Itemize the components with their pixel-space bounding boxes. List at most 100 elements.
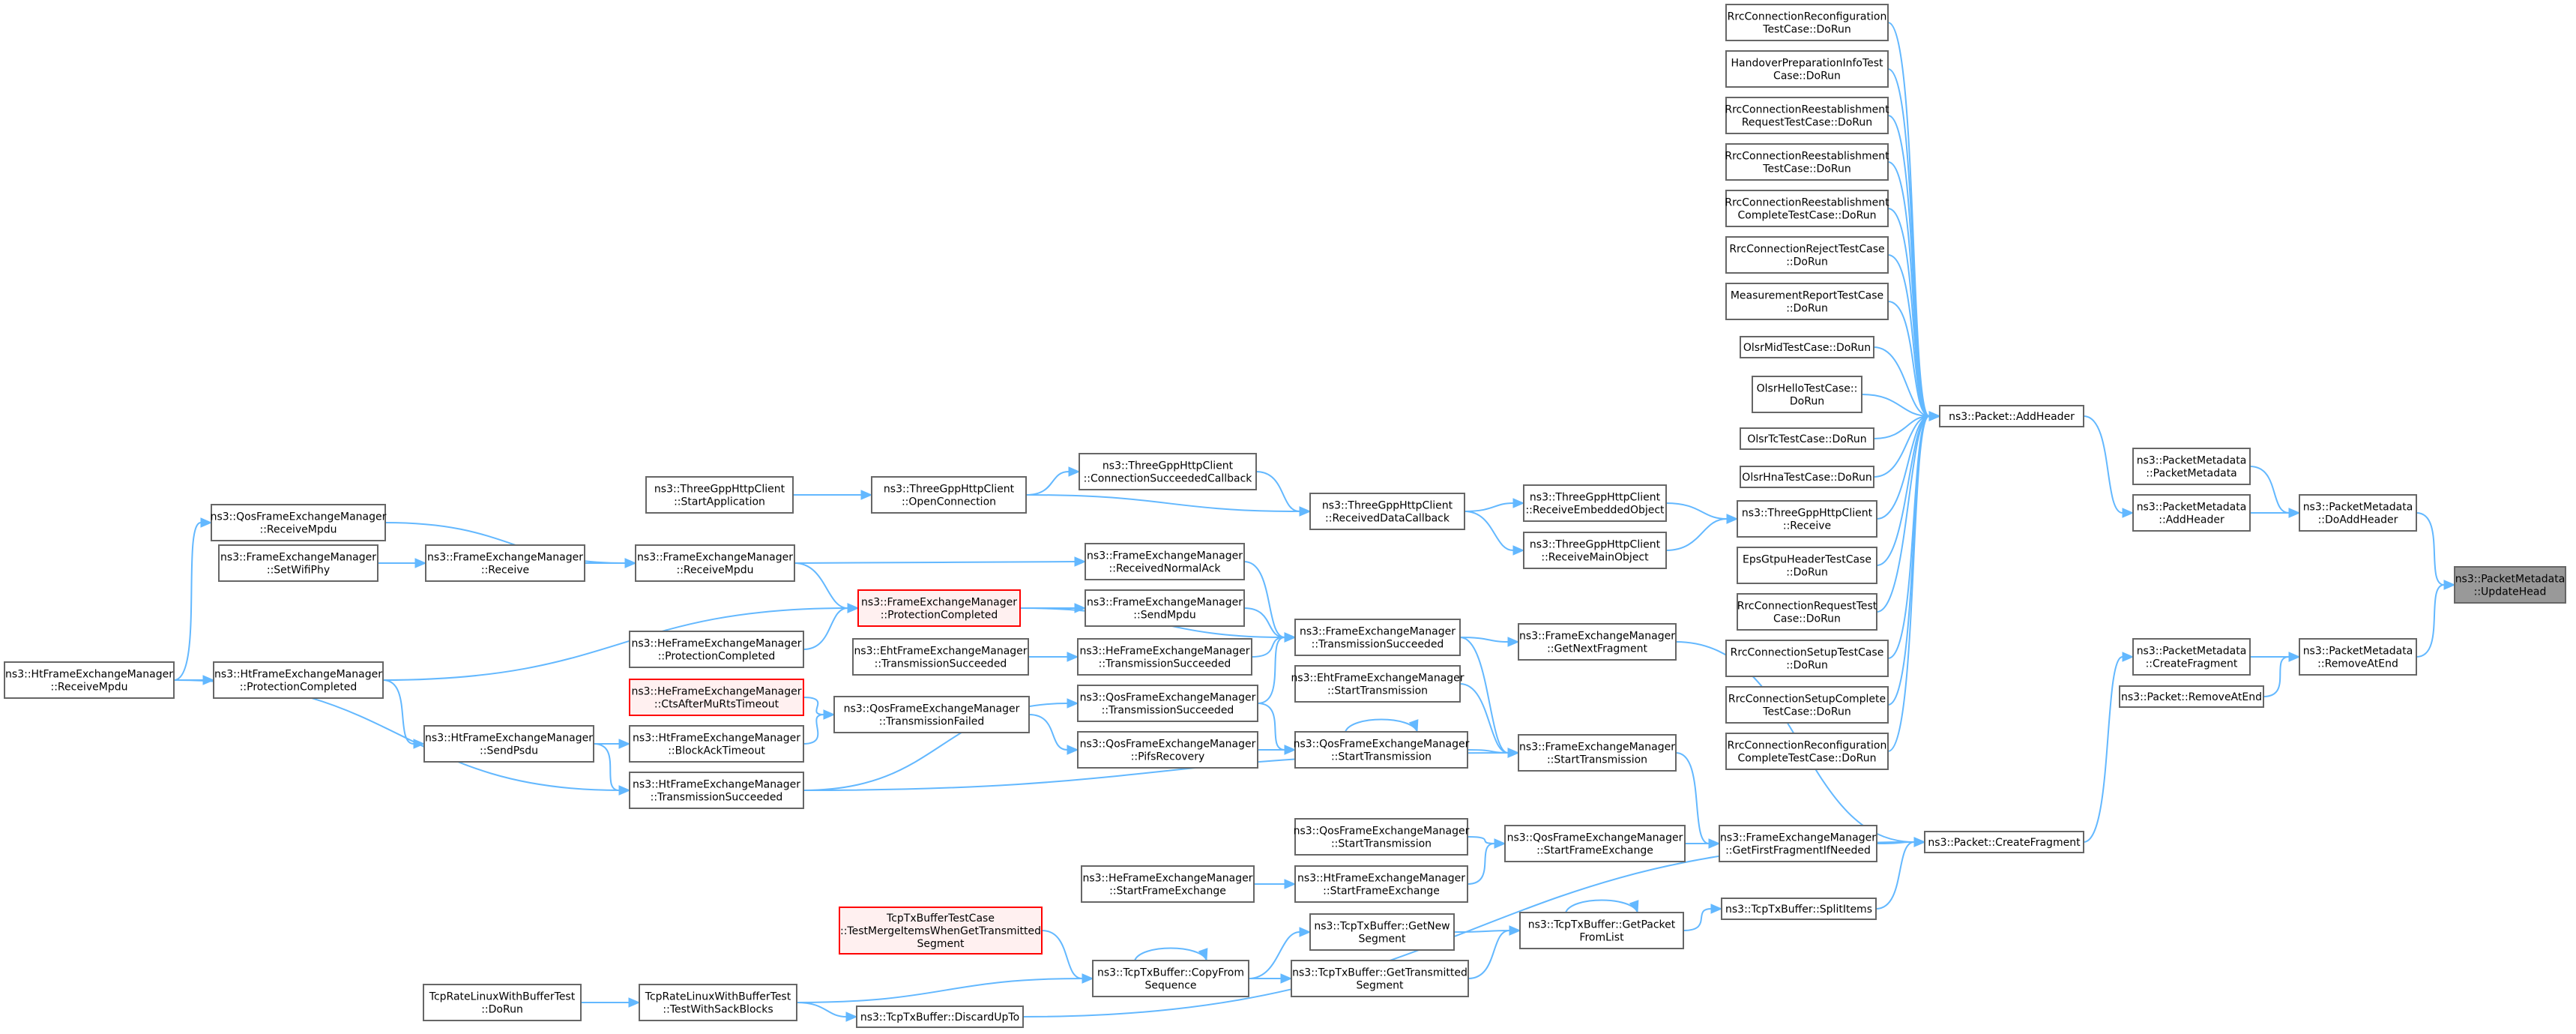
node-recv-main[interactable]: ns3::ThreeGppHttpClient::ReceiveMainObje… xyxy=(1523,532,1667,569)
node-fem-getnextfrag[interactable]: ns3::FrameExchangeManager::GetNextFragme… xyxy=(1518,623,1677,661)
arrow-head-icon xyxy=(1067,745,1079,755)
node-tcp-splititems[interactable]: ns3::TcpTxBuffer::SplitItems xyxy=(1721,898,1877,920)
node-he-protcomp[interactable]: ns3::HeFrameExchangeManager::ProtectionC… xyxy=(629,631,804,668)
node-pkt-removeatend[interactable]: ns3::Packet::RemoveAtEnd xyxy=(2119,685,2264,708)
arrow-head-icon xyxy=(1928,411,1941,421)
node-pm-addheader[interactable]: ns3::PacketMetadata::AddHeader xyxy=(2132,494,2251,532)
node-label: ns3::PacketMetadata xyxy=(2137,646,2247,658)
edge-line xyxy=(1876,415,1930,613)
call-edge xyxy=(1025,494,1312,517)
node-label: ns3::HtFrameExchangeManager xyxy=(5,669,173,681)
node-t13[interactable]: EpsGtpuHeaderTestCase::DoRun xyxy=(1737,547,1877,584)
arrow-head-icon xyxy=(1507,637,1520,647)
node-qos-starttx[interactable]: ns3::QosFrameExchangeManager::StartTrans… xyxy=(1294,731,1470,769)
node-ht-protcomp[interactable]: ns3::HtFrameExchangeManager::ProtectionC… xyxy=(213,661,384,699)
node-doaddheader[interactable]: ns3::PacketMetadata::DoAddHeader xyxy=(2299,494,2417,532)
node-t12[interactable]: ns3::ThreeGppHttpClient::Receive xyxy=(1737,500,1877,538)
node-box xyxy=(1725,143,1889,181)
node-ht-startframe[interactable]: ns3::HtFrameExchangeManager::StartFrameE… xyxy=(1294,865,1468,903)
node-fem-recvmpdu[interactable]: ns3::FrameExchangeManager::ReceiveMpdu xyxy=(635,544,795,582)
node-t3[interactable]: RrcConnectionReestablishmentRequestTestC… xyxy=(1725,97,1889,134)
node-ht-blockack[interactable]: ns3::HtFrameExchangeManager::BlockAckTim… xyxy=(629,725,804,763)
node-label: ns3::ThreeGppHttpClient xyxy=(884,484,1015,496)
node-fem-setwifiphy[interactable]: ns3::FrameExchangeManager::SetWifiPhy xyxy=(218,544,378,582)
node-label: ::GetNextFragment xyxy=(1547,643,1647,655)
node-t7[interactable]: MeasurementReportTestCase::DoRun xyxy=(1725,283,1889,320)
node-t9[interactable]: OlsrHelloTestCase::DoRun xyxy=(1752,376,1862,413)
node-pkt-createfrag[interactable]: ns3::Packet::CreateFragment xyxy=(1924,831,2084,853)
node-tcp-rl-sack[interactable]: TcpRateLinuxWithBufferTest::TestWithSack… xyxy=(639,984,797,1021)
node-t5[interactable]: RrcConnectionReestablishmentCompleteTest… xyxy=(1725,190,1889,227)
node-recv-datacb[interactable]: ns3::ThreeGppHttpClient::ReceivedDataCal… xyxy=(1309,493,1465,530)
node-t1[interactable]: RrcConnectionReconfigurationTestCase::Do… xyxy=(1725,4,1889,41)
arrow-head-icon xyxy=(1082,973,1094,984)
node-qos-startfe[interactable]: ns3::QosFrameExchangeManager::StartTrans… xyxy=(1294,818,1470,856)
node-box xyxy=(1721,898,1877,920)
call-edge xyxy=(796,973,1094,1003)
node-start-app[interactable]: ns3::ThreeGppHttpClient::StartApplicatio… xyxy=(645,476,794,514)
node-label: ns3::FrameExchangeManager xyxy=(1519,742,1675,754)
node-t8[interactable]: OlsrMidTestCase::DoRun xyxy=(1740,336,1874,358)
node-tcp-merge[interactable]: TcpTxBufferTestCase::TestMergeItemsWhenG… xyxy=(839,907,1043,955)
node-box xyxy=(1079,453,1257,490)
node-recv-embedded[interactable]: ns3::ThreeGppHttpClient::ReceiveEmbedded… xyxy=(1523,484,1667,522)
node-t15[interactable]: RrcConnectionSetupTestCase::DoRun xyxy=(1725,640,1889,677)
node-open-conn[interactable]: ns3::ThreeGppHttpClient::OpenConnection xyxy=(871,476,1027,514)
node-t17[interactable]: RrcConnectionReconfigurationCompleteTest… xyxy=(1725,733,1889,770)
node-removeatend[interactable]: ns3::PacketMetadata::RemoveAtEnd xyxy=(2299,638,2417,676)
node-fem-sendmpdu[interactable]: ns3::FrameExchangeManager::SendMpdu xyxy=(1085,589,1245,627)
node-label: ::PacketMetadata xyxy=(2146,468,2237,480)
node-t4[interactable]: RrcConnectionReestablishmentTestCase::Do… xyxy=(1725,143,1889,181)
node-he-cts[interactable]: ns3::HeFrameExchangeManager::CtsAfterMuR… xyxy=(629,679,804,716)
node-label: ns3::PacketMetadata xyxy=(2303,502,2413,514)
node-pkt-addheader[interactable]: ns3::Packet::AddHeader xyxy=(1939,405,2084,427)
node-label: ::RemoveAtEnd xyxy=(2317,658,2398,670)
node-box xyxy=(2299,638,2417,676)
arrow-head-icon xyxy=(1408,719,1419,733)
node-t11[interactable]: OlsrHnaTestCase::DoRun xyxy=(1740,466,1874,488)
node-eht-txsucc[interactable]: ns3::EhtFrameExchangeManager::Transmissi… xyxy=(852,638,1029,676)
node-pm-createfrag[interactable]: ns3::PacketMetadata::CreateFragment xyxy=(2132,638,2251,676)
node-label: OlsrMidTestCase::DoRun xyxy=(1743,342,1871,354)
edge-line xyxy=(796,978,1083,1003)
node-updatehead[interactable]: ns3::PacketMetadata::UpdateHead xyxy=(2454,566,2566,604)
node-fem-receive[interactable]: ns3::FrameExchangeManager::Receive xyxy=(425,544,585,582)
node-qos-startframe[interactable]: ns3::QosFrameExchangeManager::StartFrame… xyxy=(1504,825,1686,862)
node-tcp-discard[interactable]: ns3::TcpTxBuffer::DiscardUpTo xyxy=(856,1006,1024,1028)
node-t16[interactable]: RrcConnectionSetupCompleteTestCase::DoRu… xyxy=(1725,686,1889,724)
node-t10[interactable]: OlsrTcTestCase::DoRun xyxy=(1740,427,1874,450)
node-ht-recvmpdu[interactable]: ns3::HtFrameExchangeManager::ReceiveMpdu xyxy=(4,661,175,699)
node-ht-sendpsdu[interactable]: ns3::HtFrameExchangeManager::SendPsdu xyxy=(423,725,594,763)
node-fem-recvnack[interactable]: ns3::FrameExchangeManager::ReceivedNorma… xyxy=(1085,543,1245,580)
node-box xyxy=(1725,190,1889,227)
node-t6[interactable]: RrcConnectionRejectTestCase::DoRun xyxy=(1725,236,1889,274)
node-fem-txsucc[interactable]: ns3::FrameExchangeManager::TransmissionS… xyxy=(1294,619,1461,656)
node-qos-txsucc[interactable]: ns3::QosFrameExchangeManager::Transmissi… xyxy=(1077,685,1258,722)
node-fem-protcomp[interactable]: ns3::FrameExchangeManager::ProtectionCom… xyxy=(857,589,1021,627)
node-pm-ctor[interactable]: ns3::PacketMetadata::PacketMetadata xyxy=(2132,448,2251,485)
node-tcp-rl-dorun[interactable]: TcpRateLinuxWithBufferTest::DoRun xyxy=(423,984,582,1021)
node-he-txsucc[interactable]: ns3::HeFrameExchangeManager::Transmissio… xyxy=(1077,638,1252,676)
node-qos-recvmpdu[interactable]: ns3::QosFrameExchangeManager::ReceiveMpd… xyxy=(211,504,387,541)
arrow-head-icon xyxy=(414,558,427,568)
node-label: ::GetFirstFragmentIfNeeded xyxy=(1725,845,1871,857)
node-he-startframe[interactable]: ns3::HeFrameExchangeManager::StartFrameE… xyxy=(1081,865,1255,903)
node-conn-succ-cb[interactable]: ns3::ThreeGppHttpClient::ConnectionSucce… xyxy=(1079,453,1257,490)
edge-line xyxy=(1459,683,1509,754)
node-eht-starttx[interactable]: ns3::EhtFrameExchangeManager::StartTrans… xyxy=(1291,665,1465,703)
arrow-head-icon xyxy=(2288,652,2301,662)
node-qos-pifs[interactable]: ns3::QosFrameExchangeManager::PifsRecove… xyxy=(1077,731,1258,769)
node-fem-starttx[interactable]: ns3::FrameExchangeManager::StartTransmis… xyxy=(1518,734,1677,772)
node-ht-txsucc[interactable]: ns3::HtFrameExchangeManager::Transmissio… xyxy=(629,772,804,809)
edge-line xyxy=(2263,656,2290,697)
edge-line xyxy=(1243,561,1285,638)
node-fem-getfirstfrag[interactable]: ns3::FrameExchangeManager::GetFirstFragm… xyxy=(1719,825,1877,862)
node-box xyxy=(2132,638,2251,676)
node-qos-txfailed[interactable]: ns3::QosFrameExchangeManager::Transmissi… xyxy=(833,696,1030,733)
